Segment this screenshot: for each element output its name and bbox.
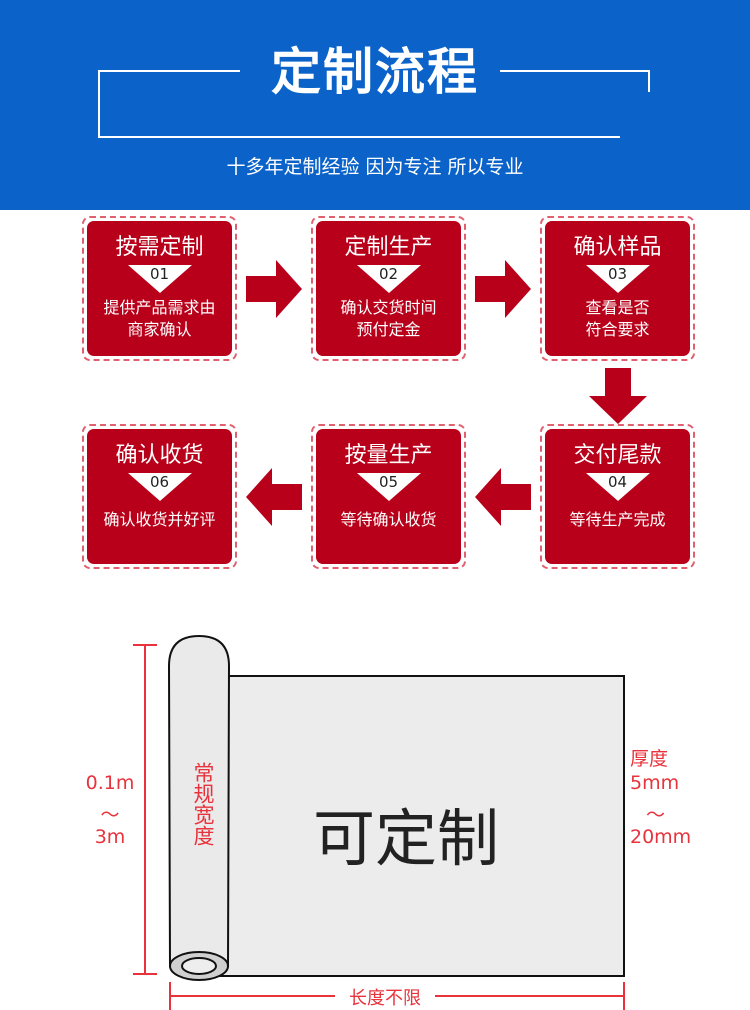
step-card: 确认收货 06 确认收货并好评 <box>82 424 237 569</box>
step-desc: 提供产品需求由 <box>103 298 216 317</box>
thickness-label: 厚度 <box>630 748 669 770</box>
step-title: 按量生产 <box>344 443 433 468</box>
thickness-min: 5mm <box>630 772 680 794</box>
step-desc: 查看是否 <box>585 298 650 317</box>
step-number: 06 <box>149 473 170 491</box>
divider <box>500 70 650 72</box>
divider <box>98 136 620 138</box>
step-desc: 商家确认 <box>127 320 192 339</box>
step-marker: 06 <box>127 473 192 501</box>
divider <box>648 70 650 92</box>
width-min: 0.1m <box>85 772 135 794</box>
step-card: 按需定制 01 提供产品需求由商家确认 <box>82 216 237 361</box>
page-title: 定制流程 <box>271 43 479 101</box>
arrow-right-icon <box>475 260 531 318</box>
step-number: 05 <box>378 473 399 491</box>
customizable-label: 可定制 <box>313 802 500 875</box>
tilde: ～ <box>646 804 666 826</box>
step-number: 02 <box>378 265 399 283</box>
length-label: 长度不限 <box>349 988 421 1009</box>
arrow-right-icon <box>246 260 302 318</box>
step-desc: 符合要求 <box>585 320 650 339</box>
step-title: 确认收货 <box>115 443 204 468</box>
step-title: 确认样品 <box>573 235 662 260</box>
step-title: 交付尾款 <box>573 443 662 468</box>
thickness-max: 20mm <box>630 826 692 848</box>
step-desc: 确认交货时间 <box>340 298 437 317</box>
step-number: 01 <box>149 265 170 283</box>
step-title: 按需定制 <box>115 235 204 260</box>
arrow-down-icon <box>589 368 647 424</box>
step-marker: 01 <box>127 265 192 293</box>
step-desc: 确认收货并好评 <box>103 510 216 529</box>
step-marker: 05 <box>356 473 421 501</box>
roll-diagram <box>133 634 625 1010</box>
step-card: 交付尾款 04 等待生产完成 <box>540 424 695 569</box>
step-desc: 预付定金 <box>356 320 421 339</box>
header-banner: 定制流程 十多年定制经验 因为专注 所以专业 <box>0 0 750 210</box>
step-number: 03 <box>607 265 628 283</box>
step-marker: 02 <box>356 265 421 293</box>
step-card: 确认样品 03 查看是否符合要求 <box>540 216 695 361</box>
arrow-left-icon <box>246 468 302 526</box>
step-card: 定制生产 02 确认交货时间预付定金 <box>311 216 466 361</box>
step-desc: 等待确认收货 <box>340 510 437 529</box>
step-card: 按量生产 05 等待确认收货 <box>311 424 466 569</box>
arrow-left-icon <box>475 468 531 526</box>
step-number: 04 <box>607 473 628 491</box>
tilde: ～ <box>100 804 120 826</box>
step-marker: 04 <box>585 473 650 501</box>
roll-width-label: 常规宽度 <box>191 762 215 846</box>
divider <box>98 70 240 72</box>
width-max: 3m <box>94 826 126 848</box>
subtitle: 十多年定制经验 因为专注 所以专业 <box>226 156 524 178</box>
step-desc: 等待生产完成 <box>569 510 666 529</box>
step-marker: 03 <box>585 265 650 293</box>
step-title: 定制生产 <box>344 235 433 260</box>
divider <box>98 70 100 138</box>
